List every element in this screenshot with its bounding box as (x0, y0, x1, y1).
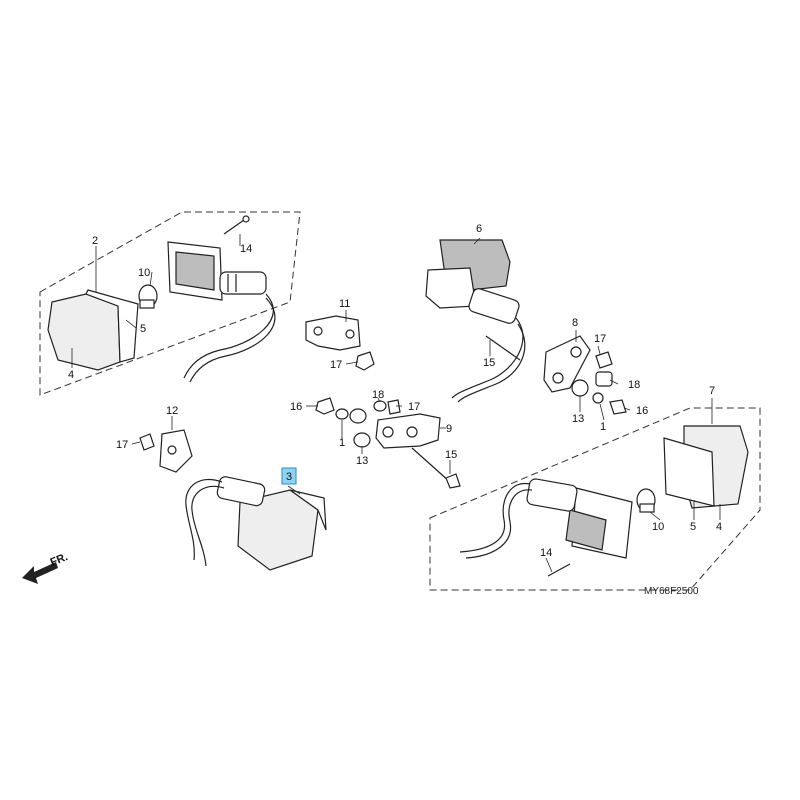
label-10-right: 10 (652, 521, 664, 533)
part-number-labels: 2 14 10 5 4 11 17 6 15 8 17 18 13 1 16 1… (68, 223, 722, 559)
label-14-left: 14 (240, 243, 252, 255)
bracket-11 (305, 315, 375, 371)
diagram-code: MY68F2500 (644, 586, 699, 597)
label-4-right: 4 (716, 521, 722, 533)
label-10-left: 10 (138, 267, 150, 279)
label-17-d: 17 (116, 439, 128, 451)
label-1-a: 1 (600, 421, 606, 433)
label-17-c: 17 (408, 401, 420, 413)
front-arrow-icon (22, 562, 58, 584)
label-14-right: 14 (540, 547, 552, 559)
label-9: 9 (446, 423, 452, 435)
right-rear-group-box (429, 407, 761, 591)
label-13-a: 13 (572, 413, 584, 425)
label-12: 12 (166, 405, 178, 417)
label-18-b: 18 (372, 389, 384, 401)
label-15-a: 15 (483, 357, 495, 369)
rear-winker-assembly (459, 425, 749, 577)
bracket-9 (315, 397, 461, 489)
front-direction-label: FR. (49, 551, 70, 569)
label-18-a: 18 (628, 379, 640, 391)
label-4-left: 4 (68, 369, 74, 381)
label-2: 2 (92, 235, 98, 247)
bracket-12 (139, 429, 193, 473)
front-direction-indicator: FR. (22, 551, 70, 584)
label-16-b: 16 (290, 401, 302, 413)
label-16-a: 16 (636, 405, 648, 417)
label-8: 8 (572, 317, 578, 329)
left-rear-group-box (39, 211, 301, 396)
label-5-right: 5 (690, 521, 696, 533)
label-7: 7 (709, 385, 715, 397)
right-winker-assembly (425, 239, 526, 403)
label-17-a: 17 (330, 359, 342, 371)
label-5-left: 5 (140, 323, 146, 335)
bracket-8 (543, 335, 627, 415)
label-3: 3 (286, 471, 292, 483)
left-winker-assembly (47, 215, 276, 383)
label-6: 6 (476, 223, 482, 235)
label-11: 11 (339, 298, 350, 310)
label-13-b: 13 (356, 455, 368, 467)
leader-lines (71, 234, 721, 573)
label-1-b: 1 (339, 437, 345, 449)
label-15-b: 15 (445, 449, 457, 461)
label-17-b: 17 (594, 333, 606, 345)
highlight-box-3 (281, 467, 297, 485)
front-winker-part-3 (185, 476, 327, 571)
